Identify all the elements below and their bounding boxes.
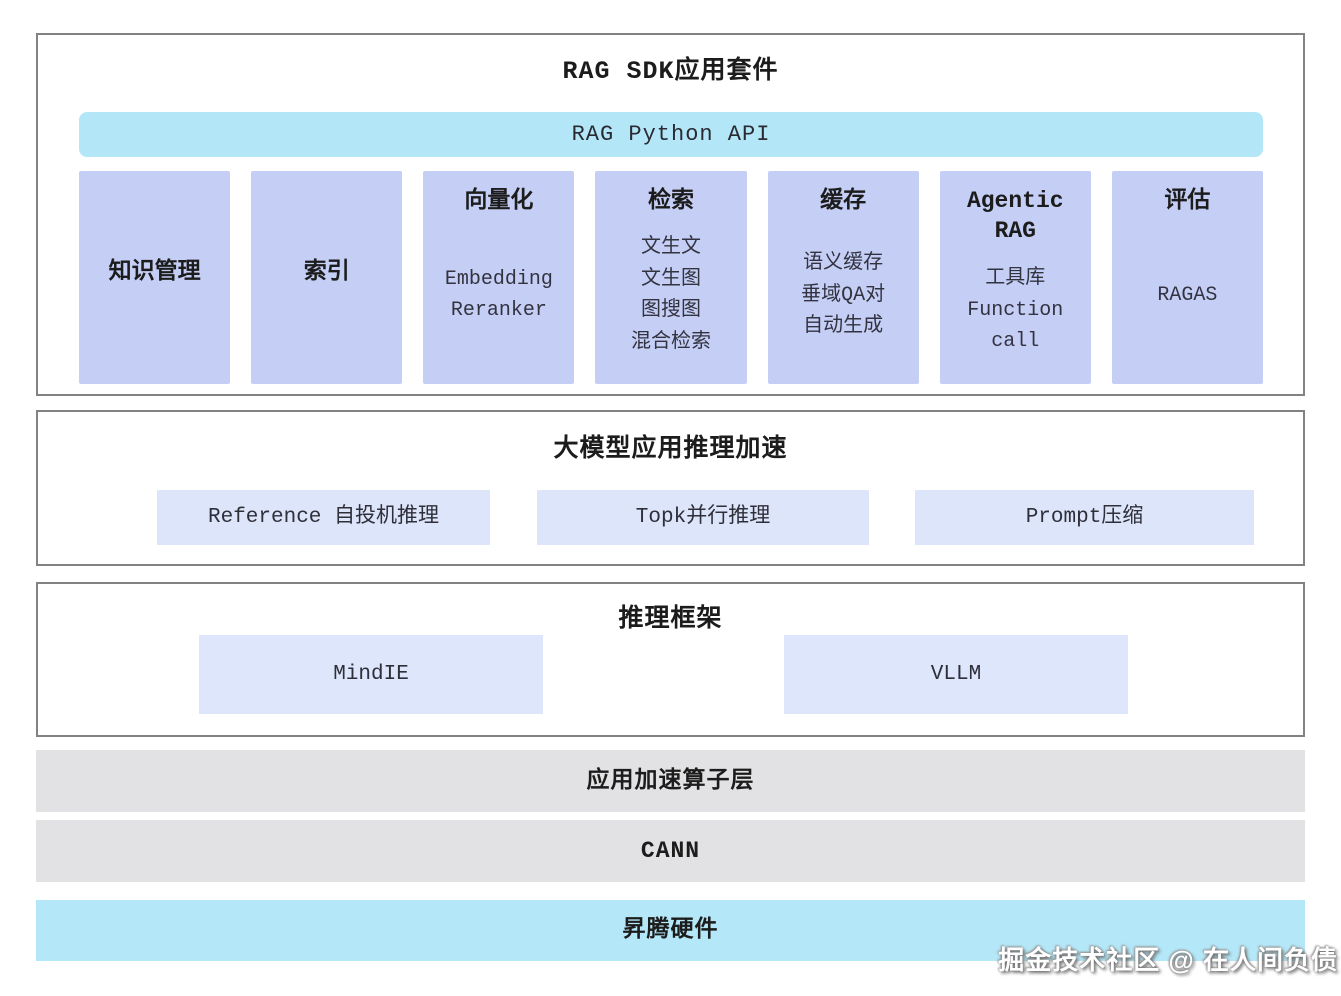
column-item: 垂域QA对 [801,283,886,307]
cann-layer-bar: CANN [36,820,1305,882]
sdk-column-agentic-rag: Agentic RAG 工具库 Function call [939,171,1091,384]
column-item: RAGAS [1157,283,1218,307]
prompt-compression-box: Prompt压缩 [915,490,1254,545]
column-item: 混合检索 [630,331,711,355]
column-items: Embedding Reranker [427,217,570,374]
column-item: Reranker [450,299,547,323]
rag-sdk-suite-title: RAG SDK应用套件 [562,57,779,86]
sdk-column-retrieval: 检索 文生文 文生图 图搜图 混合检索 [595,171,747,384]
column-items: 文生文 文生图 图搜图 混合检索 [599,217,742,374]
column-item: 文生图 [640,267,701,291]
inference-acceleration-title: 大模型应用推理加速 [553,435,788,464]
column-item: 图搜图 [640,299,701,323]
mindie-box: MindIE [199,635,543,714]
sdk-column-index: 索引 [251,171,403,384]
column-header: 评估 [1164,188,1211,214]
sdk-column-knowledge-management: 知识管理 [79,171,231,384]
column-header: Agentic RAG [966,188,1064,244]
column-items: 工具库 Function call [944,247,1087,374]
sdk-column-vectorization: 向量化 Embedding Reranker [423,171,575,384]
column-header: 索引 [303,258,350,285]
rag-sdk-suite-section: RAG SDK应用套件 RAG Python API 知识管理 索引 向量化 E… [36,33,1305,396]
column-header: 检索 [647,188,694,214]
column-item: 自动生成 [803,315,884,339]
inference-framework-section: 推理框架 MindIE VLLM [36,582,1305,737]
column-item: Embedding [444,267,553,291]
rag-python-api-bar: RAG Python API [79,112,1263,157]
inference-acceleration-section: 大模型应用推理加速 Reference 自投机推理 Topk并行推理 Promp… [36,410,1305,566]
column-item: Function call [967,298,1064,354]
topk-parallel-inference-box: Topk并行推理 [537,490,869,545]
operator-acceleration-layer-bar: 应用加速算子层 [36,750,1305,812]
ascend-hardware-layer-bar: 昇腾硬件 [36,900,1305,961]
column-item: 工具库 [985,267,1046,290]
column-item: 语义缓存 [803,252,884,276]
column-items: 语义缓存 垂域QA对 自动生成 [772,217,915,374]
community-watermark: 掘金技术社区 @ 在人间负债 [998,945,1338,975]
column-header: 缓存 [820,188,867,214]
inference-framework-title: 推理框架 [618,605,723,634]
column-items: RAGAS [1116,217,1259,374]
column-header: 知识管理 [108,258,201,285]
sdk-column-cache: 缓存 语义缓存 垂域QA对 自动生成 [767,171,919,384]
column-header: 向量化 [464,188,534,214]
sdk-columns: 知识管理 索引 向量化 Embedding Reranker 检索 文生文 文生… [79,171,1263,384]
vllm-box: VLLM [784,635,1128,714]
sdk-column-evaluation: 评估 RAGAS [1111,171,1263,384]
reference-speculative-inference-box: Reference 自投机推理 [157,490,490,545]
column-item: 文生文 [640,236,701,260]
